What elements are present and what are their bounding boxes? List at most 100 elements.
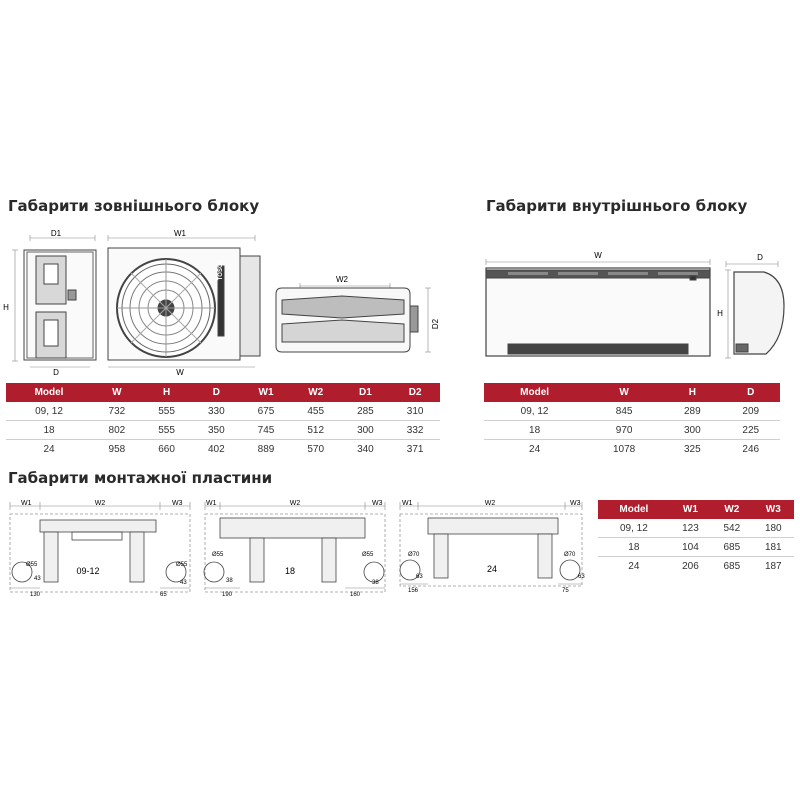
outdoor-cell-d1: 285	[340, 402, 391, 421]
plate-cell-w2: 685	[711, 537, 753, 557]
plate3-w1: W1	[402, 500, 413, 507]
outdoor-cell-w1: 745	[241, 420, 291, 440]
indoor-cell-w: 845	[585, 402, 664, 421]
outdoor-cell-model: 24	[43, 443, 55, 455]
indoor-cell-w: 970	[585, 420, 664, 440]
outdoor-cell-d2: 371	[406, 443, 424, 455]
plate3-w2: W2	[485, 500, 496, 507]
plate-cell-model: 09, 12	[598, 519, 670, 538]
indoor-title: Габарити внутрішнього блоку	[486, 197, 748, 215]
label-w: W	[176, 368, 184, 376]
outdoor-cell-model: 18	[6, 420, 93, 440]
brand-logo: TOSOT	[218, 259, 224, 280]
plate2-w2: W2	[290, 500, 301, 507]
indoor-cell-d: 246	[742, 443, 760, 455]
plate2-w1: W1	[206, 500, 217, 507]
outdoor-cell-h: 555	[141, 402, 192, 421]
outdoor-title: Габарити зовнішнього блоку	[8, 197, 260, 215]
plate2-model: 18	[285, 566, 295, 576]
indoor-label-w: W	[594, 251, 602, 260]
plate2-h-left: 38	[226, 578, 233, 584]
outdoor-cell-d: 402	[207, 443, 225, 455]
indoor-cell-d: 225	[721, 420, 780, 440]
outdoor-header-h: H	[141, 383, 192, 402]
plate2-hole-left: Ø55	[212, 552, 224, 558]
outdoor-header-d2: D2	[390, 383, 440, 402]
label-w1: W1	[174, 229, 187, 238]
plate-cell-w1: 206	[682, 560, 699, 572]
outdoor-cell-h: 660	[158, 443, 175, 455]
plate-header-w3: W3	[752, 500, 794, 519]
indoor-label-h: H	[717, 309, 723, 318]
plate-cell-w3: 181	[752, 537, 794, 557]
plate3-model: 24	[487, 564, 497, 574]
outdoor-header-d1: D1	[340, 383, 391, 402]
outdoor-header-w1: W1	[241, 383, 291, 402]
indoor-cell-h: 325	[683, 443, 701, 455]
plate1-hole-left: Ø55	[26, 562, 38, 568]
outdoor-cell-w: 802	[92, 420, 142, 440]
plate3-h-left: 63	[416, 574, 423, 580]
outdoor-cell-d2: 332	[390, 420, 440, 440]
plate-header-w2: W2	[711, 500, 753, 519]
plate1-dim-left: 130	[30, 592, 41, 598]
plate3-hole-left: Ø70	[408, 552, 420, 558]
indoor-header-w: W	[585, 383, 664, 402]
outdoor-cell-w2: 570	[307, 443, 325, 455]
plate1-w1: W1	[21, 500, 32, 507]
outdoor-header-w: W	[92, 383, 142, 402]
plate-cell-w3: 180	[752, 519, 794, 538]
plate2-dim-right: 160	[350, 592, 361, 598]
plate3-hole-right: Ø70	[564, 552, 576, 558]
indoor-cell-d: 209	[721, 402, 780, 421]
indoor-cell-model: 09, 12	[484, 402, 586, 421]
plate3-h-right: 63	[578, 574, 585, 580]
indoor-header-d: D	[721, 383, 780, 402]
indoor-cell-model: 18	[484, 420, 586, 440]
outdoor-cell-h: 555	[141, 420, 192, 440]
plate1-w2: W2	[95, 500, 106, 507]
indoor-cell-h: 300	[663, 420, 722, 440]
label-w2: W2	[336, 275, 349, 284]
plate-cell-w3: 187	[764, 560, 782, 572]
plate-cell-model: 24	[628, 560, 640, 572]
plate-cell-w2: 685	[723, 560, 741, 572]
plate1-h-right: 43	[180, 580, 187, 586]
outdoor-cell-w2: 512	[290, 420, 341, 440]
label-h: H	[3, 303, 9, 312]
outdoor-cell-w1: 675	[241, 402, 291, 421]
plate2-hole-right: Ø55	[362, 552, 374, 558]
outdoor-unit-drawing: D1 H D W1 W TOSOT W2 D2	[3, 229, 440, 376]
plate-cell-model: 18	[598, 537, 670, 557]
label-d: D	[53, 368, 59, 376]
plate3-dim-right: 75	[562, 588, 569, 594]
plate-cell-w1: 104	[669, 537, 712, 557]
outdoor-cell-w2: 455	[290, 402, 341, 421]
outdoor-header-model: Model	[6, 383, 93, 402]
outdoor-cell-d: 330	[191, 402, 242, 421]
plate1-w3: W3	[172, 500, 183, 507]
indoor-cell-h: 289	[663, 402, 722, 421]
outdoor-cell-d1: 300	[340, 420, 391, 440]
plate-title: Габарити монтажної пластини	[8, 469, 273, 487]
plate3-dim-left: 156	[408, 588, 419, 594]
outdoor-header-d: D	[191, 383, 242, 402]
outdoor-cell-d2: 310	[390, 402, 440, 421]
label-d2: D2	[431, 318, 440, 329]
plate2-h-right: 38	[372, 580, 379, 586]
outdoor-cell-w: 732	[92, 402, 142, 421]
indoor-unit-drawing: W H D	[485, 251, 785, 359]
mounting-plate-drawings: W1 W2 W3 09-12 Ø55 Ø55 43 43 130 65 W1 W…	[9, 500, 585, 598]
plate-cell-w1: 123	[669, 519, 712, 538]
plate-table-row: 24 206 685 187	[598, 557, 794, 576]
label-d1: D1	[51, 229, 62, 238]
